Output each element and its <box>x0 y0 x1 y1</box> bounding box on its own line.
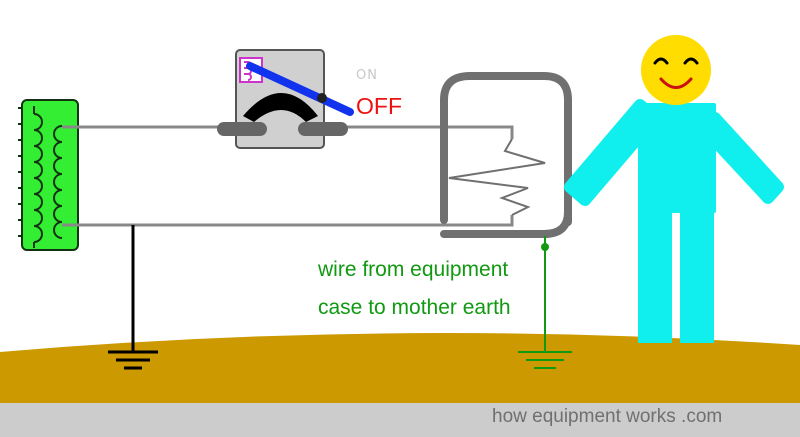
person-figure <box>564 99 784 343</box>
earth-ground-area <box>0 333 800 404</box>
heater-element-icon <box>448 138 546 216</box>
footer-credit: how equipment works .com <box>492 406 723 427</box>
transformer-coil-icon <box>18 99 79 251</box>
switch-lever <box>246 62 354 116</box>
switch-on-label: ON <box>356 68 378 83</box>
ground-symbol-icon <box>108 225 158 370</box>
equipment-case <box>440 72 572 238</box>
switch-icon <box>217 49 354 149</box>
equipment-ground-wire <box>518 236 572 369</box>
switch-off-label: OFF <box>356 93 402 119</box>
annotation-line-1: wire from equipment <box>318 258 509 281</box>
footer-bar <box>0 403 800 437</box>
smiley-face-icon <box>641 35 711 105</box>
circuit-wires <box>62 125 514 227</box>
annotation-line-2: case to mother earth <box>318 296 511 319</box>
